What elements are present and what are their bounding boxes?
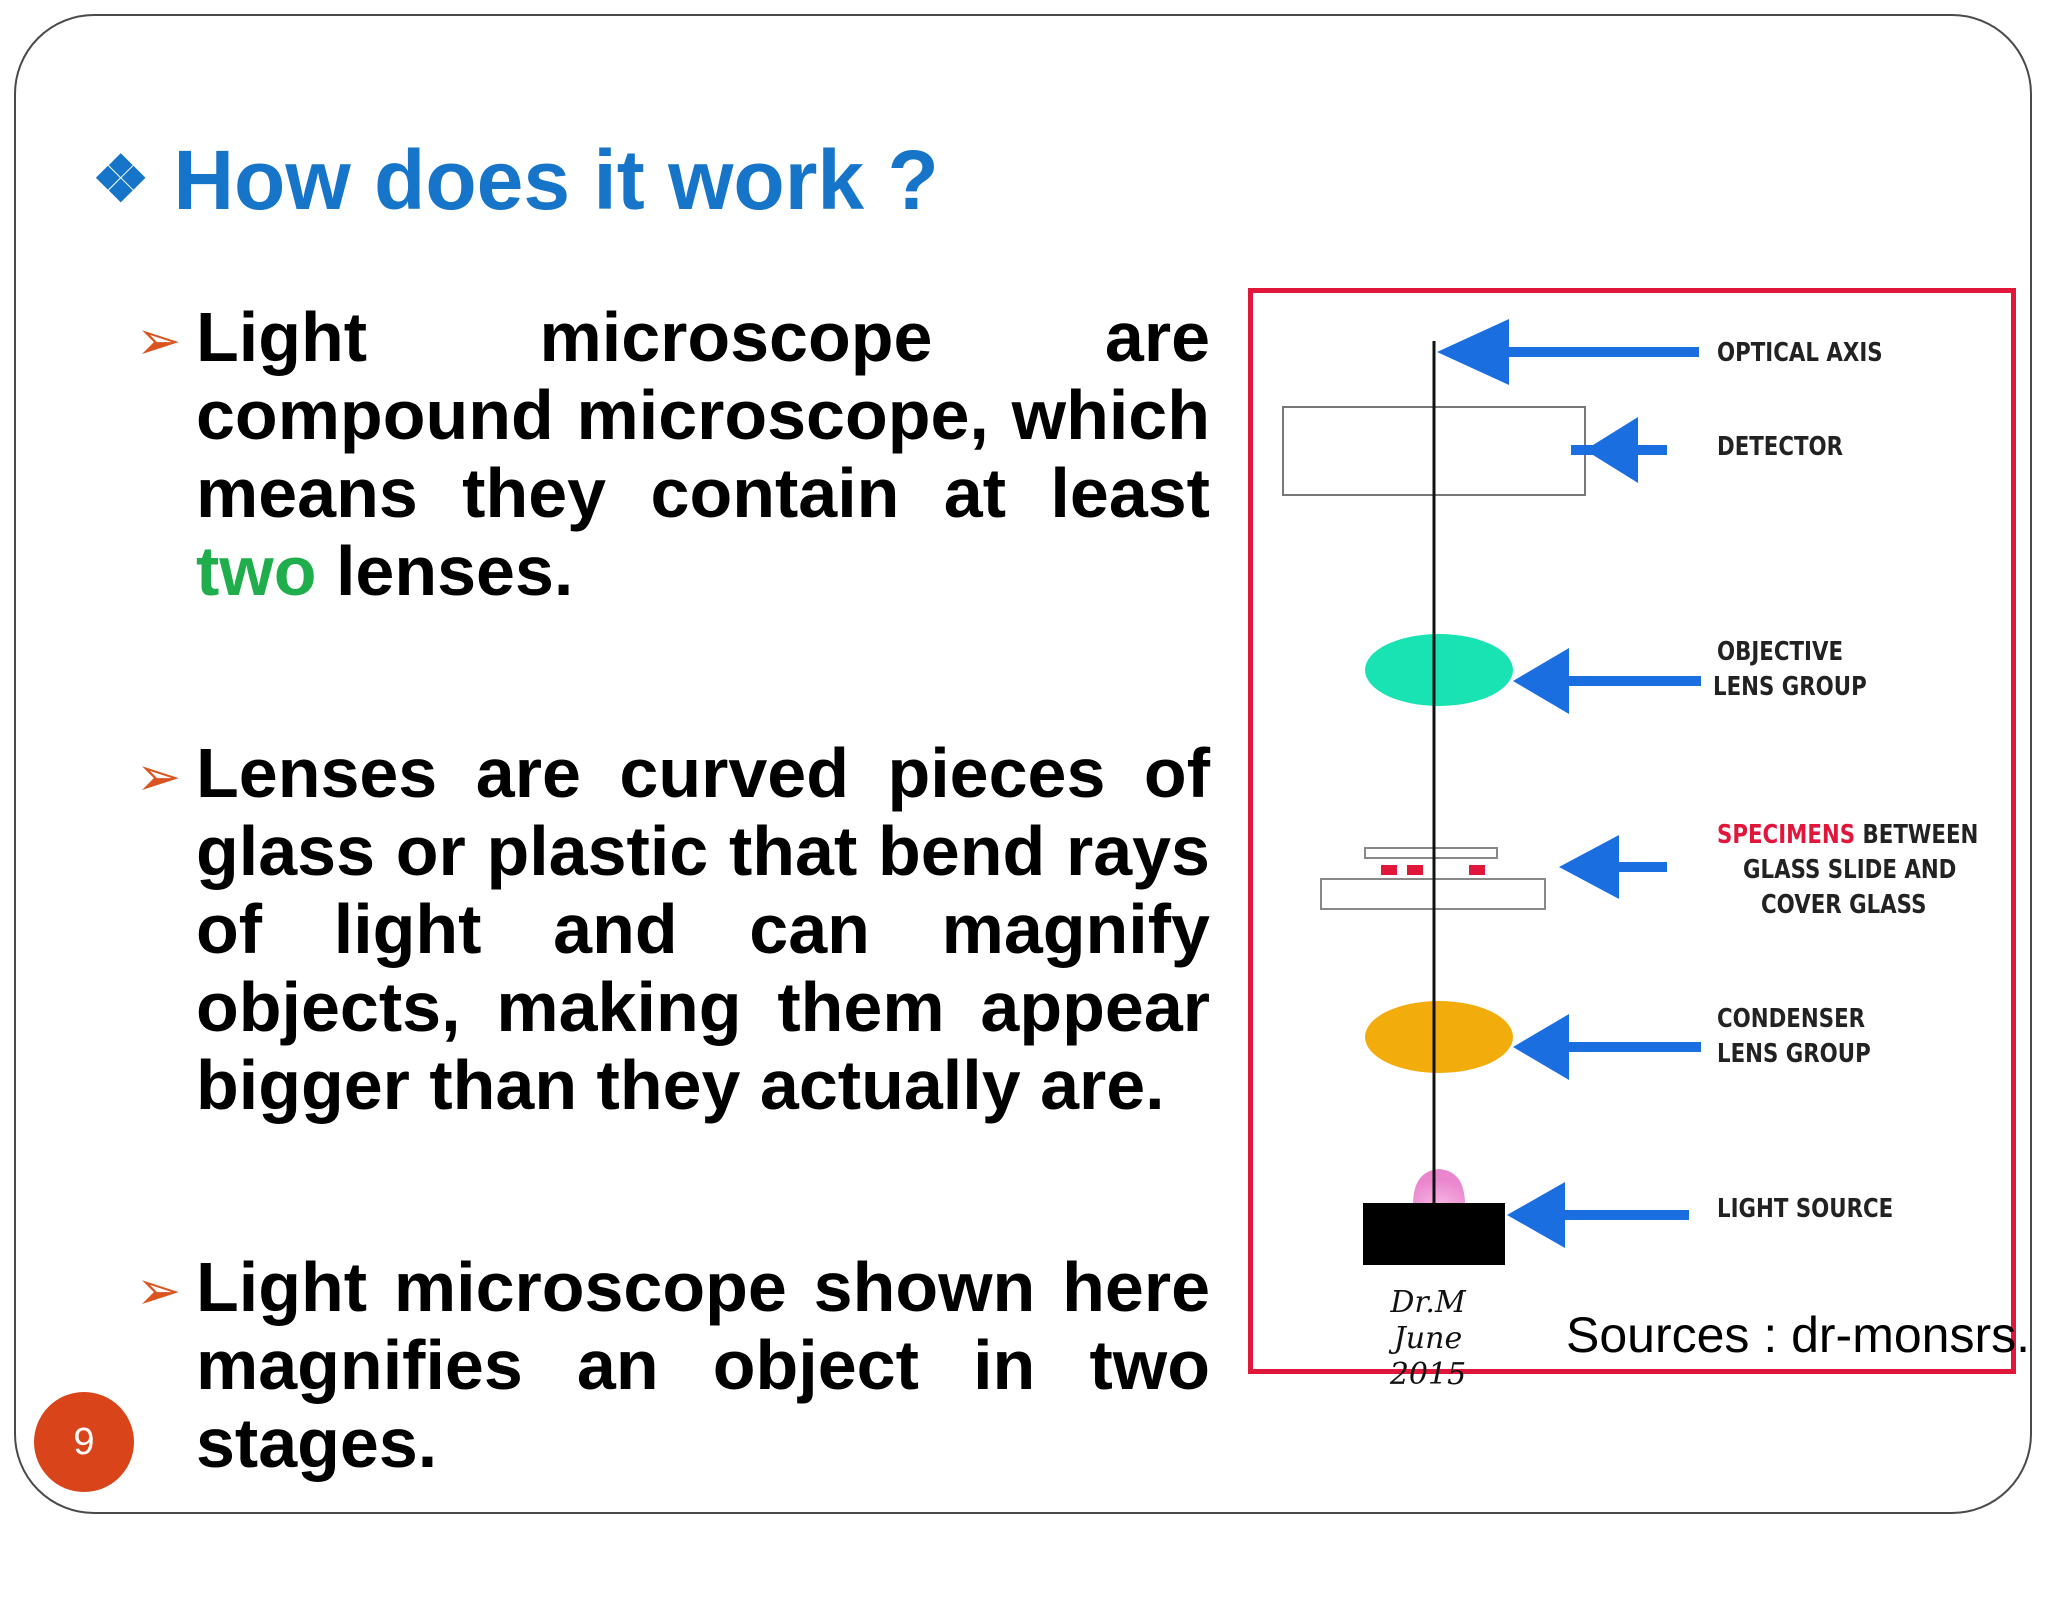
label-optical-axis: OPTICAL AXIS <box>1717 338 1883 368</box>
label-specimens-1: SPECIMENS BETWEEN <box>1717 817 1978 853</box>
bullet-list: ➢ Light microscope are compound microsco… <box>136 298 1210 1606</box>
cover-glass <box>1364 847 1498 859</box>
label-condenser-1: CONDENSER <box>1717 1004 1866 1034</box>
specimen-dot <box>1381 865 1397 875</box>
label-condenser-2: LENS GROUP <box>1717 1039 1871 1069</box>
light-source-box <box>1363 1203 1505 1265</box>
bullet-point-2: ➢ Lenses are curved pieces of glass or p… <box>136 734 1210 1124</box>
bullet-text: Light microscope are compound microscope… <box>196 298 1210 532</box>
arrow-light-source <box>1507 1182 1689 1248</box>
highlight-text: two <box>196 532 317 610</box>
arrow-condenser <box>1513 1014 1701 1080</box>
arrows <box>1437 319 1701 1248</box>
arrow-specimen <box>1559 835 1667 899</box>
microscope-diagram: OPTICAL AXIS DETECTOR OBJECTIVE LENS GRO… <box>1248 288 2016 1392</box>
bullet-text-end: lenses. <box>316 532 574 610</box>
sources-clip: Sources : dr-monsrs.n <box>1566 1307 2032 1363</box>
bullet-text: Lenses are curved pieces of glass or pla… <box>196 734 1210 1124</box>
bullet-text: Light microscope shown here magnifies an… <box>196 1248 1210 1482</box>
light-glow <box>1413 1169 1465 1205</box>
sources-caption: Sources : dr-monsrs.n <box>1566 1307 2032 1363</box>
arrow-optical-axis <box>1437 319 1699 385</box>
signature-name: Dr.M <box>1390 1285 1466 1320</box>
title-text: How does it work ? <box>173 133 939 227</box>
diamond-bullet-icon: ❖ <box>92 143 150 215</box>
diagram-graphics <box>1282 319 1701 1265</box>
specimen-dot <box>1469 865 1485 875</box>
label-specimens-3: COVER GLASS <box>1761 890 1927 920</box>
label-specimens-rest: BETWEEN <box>1855 820 1979 850</box>
arrow-bullet-icon: ➢ <box>136 747 182 807</box>
label-specimens-red: SPECIMENS <box>1717 820 1856 850</box>
page-number-badge: 9 <box>34 1392 134 1492</box>
arrow-bullet-icon: ➢ <box>136 1261 182 1321</box>
arrow-bullet-icon: ➢ <box>136 311 182 371</box>
label-objective-1: OBJECTIVE <box>1717 637 1844 667</box>
condenser-lens <box>1365 1001 1513 1073</box>
specimen-dot <box>1407 865 1423 875</box>
signature-date: June 2015 <box>1389 1321 1467 1392</box>
label-specimens-2: GLASS SLIDE AND <box>1743 855 1957 885</box>
author-signature: Dr.M June 2015 <box>1353 1285 1503 1393</box>
bullet-point-3: ➢ Light microscope shown here magnifies … <box>136 1248 1210 1482</box>
label-light-source: LIGHT SOURCE <box>1717 1194 1894 1224</box>
label-objective-2: LENS GROUP <box>1713 672 1867 702</box>
page-number: 9 <box>73 1420 95 1463</box>
arrow-objective <box>1513 648 1701 714</box>
bullet-point-1: ➢ Light microscope are compound microsco… <box>136 298 1210 610</box>
label-detector: DETECTOR <box>1717 432 1844 462</box>
objective-lens <box>1365 634 1513 706</box>
slide-title: ❖How does it work ? <box>92 138 939 222</box>
arrow-detector <box>1571 417 1667 483</box>
